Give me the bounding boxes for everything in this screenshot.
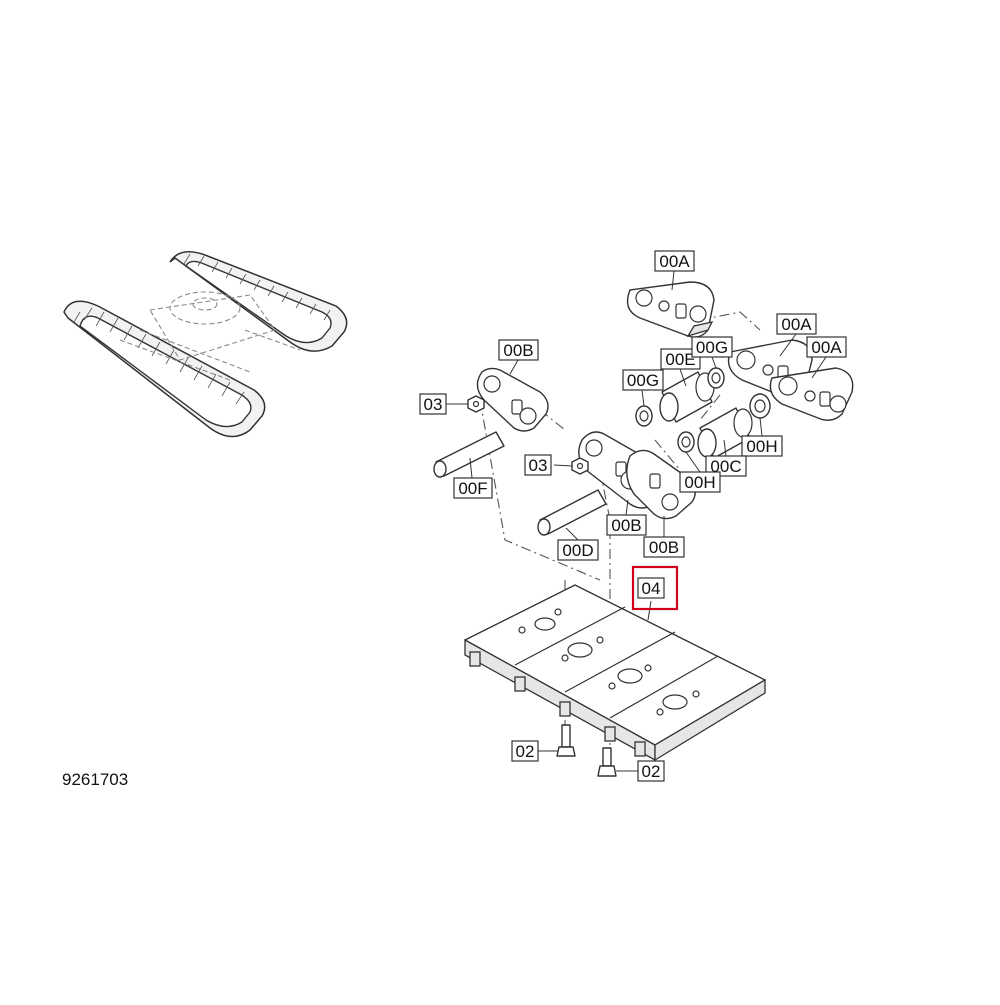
label-02-left[interactable]: 02 bbox=[511, 740, 539, 762]
label-00E[interactable]: 00E bbox=[660, 348, 701, 370]
label-02-left-text: 02 bbox=[516, 742, 535, 761]
label-00C[interactable]: 00C bbox=[705, 455, 747, 477]
label-03-lower-text: 03 bbox=[529, 456, 548, 475]
highlight-frame bbox=[631, 565, 679, 611]
label-00H-lower-text: 00H bbox=[684, 473, 715, 492]
label-00B-mid-text: 00B bbox=[611, 516, 641, 535]
label-00B-left-text: 00B bbox=[503, 341, 533, 360]
label-00F-text: 00F bbox=[458, 479, 487, 498]
label-02-right-text: 02 bbox=[642, 762, 661, 781]
label-00C-text: 00C bbox=[710, 457, 741, 476]
label-00G-right[interactable]: 00G bbox=[691, 336, 733, 358]
label-00D-text: 00D bbox=[562, 541, 593, 560]
label-03-upper-text: 03 bbox=[424, 395, 443, 414]
track-link-00A-right bbox=[769, 367, 854, 421]
label-00A-right[interactable]: 00A bbox=[806, 336, 847, 358]
label-00G-right-text: 00G bbox=[696, 338, 728, 357]
label-00G-left-text: 00G bbox=[627, 371, 659, 390]
track-link-00B-left bbox=[476, 367, 549, 432]
seal-00G-right bbox=[707, 367, 725, 389]
nut-03-upper bbox=[467, 395, 485, 413]
label-00D[interactable]: 00D bbox=[557, 539, 599, 561]
label-03-upper[interactable]: 03 bbox=[419, 393, 447, 415]
track-link-00B-right bbox=[626, 449, 696, 520]
bolt-02-left bbox=[556, 724, 576, 757]
seal-00H-upper bbox=[749, 393, 771, 419]
label-00A-right-text: 00A bbox=[811, 338, 842, 357]
seal-00H-lower bbox=[677, 431, 695, 453]
track-link-00A-top bbox=[626, 281, 715, 338]
pin-00D bbox=[537, 489, 607, 536]
label-00A-mid[interactable]: 00A bbox=[776, 313, 817, 335]
bushing-00C bbox=[697, 407, 753, 459]
label-00H-lower[interactable]: 00H bbox=[679, 471, 721, 493]
label-00A-top-text: 00A bbox=[659, 252, 690, 271]
label-02-right[interactable]: 02 bbox=[637, 760, 665, 782]
track-assembly-overview bbox=[63, 251, 348, 438]
label-00A-mid-text: 00A bbox=[781, 315, 812, 334]
label-04-text: 04 bbox=[642, 579, 661, 598]
track-shoes-04 bbox=[464, 584, 766, 762]
label-00H-upper-text: 00H bbox=[746, 437, 777, 456]
label-00A-top[interactable]: 00A bbox=[654, 250, 695, 272]
pin-00F bbox=[433, 431, 505, 478]
nut-03-lower bbox=[571, 457, 589, 475]
label-00B-left[interactable]: 00B bbox=[498, 339, 539, 361]
leader-lines bbox=[444, 270, 827, 772]
label-00B-right[interactable]: 00B bbox=[643, 536, 685, 558]
label-04-highlighted[interactable]: 04 bbox=[631, 565, 679, 611]
label-00B-mid[interactable]: 00B bbox=[606, 514, 647, 536]
label-00G-left[interactable]: 00G bbox=[622, 369, 664, 391]
label-00B-right-text: 00B bbox=[649, 538, 679, 557]
label-03-lower[interactable]: 03 bbox=[524, 454, 552, 476]
seal-00G-left bbox=[635, 405, 653, 427]
drawing-reference-number: 9261703 bbox=[62, 770, 129, 789]
label-00H-upper[interactable]: 00H bbox=[741, 435, 783, 457]
bushing-00E bbox=[659, 371, 715, 423]
label-00E-text: 00E bbox=[665, 350, 695, 369]
label-00F[interactable]: 00F bbox=[453, 477, 493, 499]
bolt-02-right bbox=[597, 747, 617, 777]
